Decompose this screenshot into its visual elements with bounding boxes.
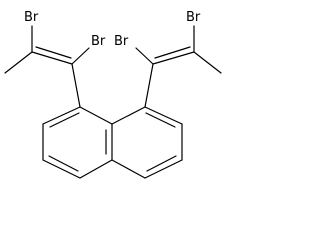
ring-double-right-a (145, 112, 176, 128)
ring-bond-c4-c4a (79, 159, 113, 179)
bond-left-double-inner (35, 46, 72, 59)
ring-bond-c1-c2 (42, 106, 81, 125)
ring-bond-c8-c7 (144, 106, 183, 125)
ring-bond-c8a-c1 (79, 106, 113, 125)
chemical-structure: Br Br Br Br (4, 10, 222, 179)
ring-double-left-b (48, 155, 79, 172)
bond-left-double-outer (31, 51, 73, 65)
ring-bond-c3-c4 (42, 159, 81, 179)
atom-label-br-2: Br (91, 34, 106, 49)
ring-bond-c6-c5 (144, 159, 183, 179)
bond-right-c1-br (135, 47, 154, 65)
bond-right-double-inner (154, 46, 191, 59)
bond-right-methyl (193, 51, 222, 74)
atom-label-br-1: Br (24, 10, 39, 25)
ring-bond-c5-c4a (111, 159, 146, 179)
ring-double-right-b (146, 155, 177, 172)
bond-left-c2-br (71, 47, 90, 65)
atom-label-br-4: Br (186, 10, 201, 25)
bond-left-methyl (4, 51, 33, 74)
ring-bond-c8a-c8 (111, 106, 146, 125)
atom-label-br-3: Br (114, 34, 129, 49)
ring-double-left-a (49, 112, 80, 128)
bond-right-double-outer (152, 51, 195, 65)
bond-left-to-ring (71, 63, 81, 108)
bond-right-to-ring (144, 63, 154, 108)
